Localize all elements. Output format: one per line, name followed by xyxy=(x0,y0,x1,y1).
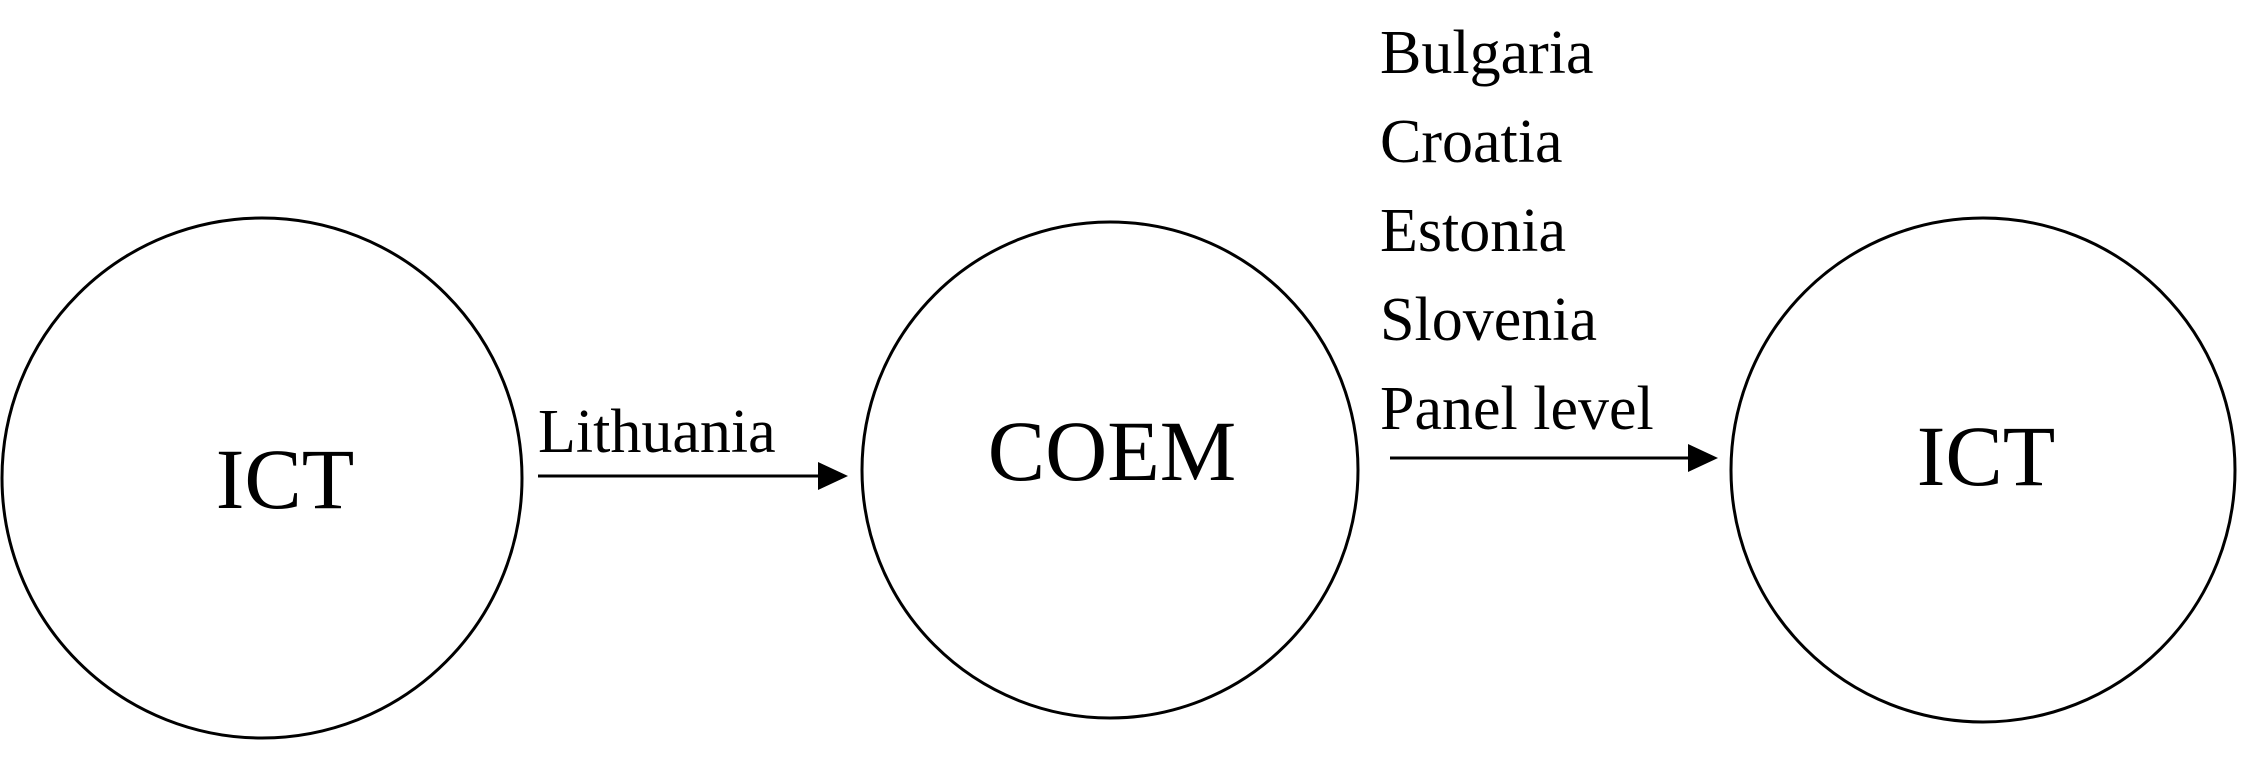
node-coem-label: COEM xyxy=(988,403,1236,499)
node-ict-source-circle xyxy=(0,216,524,740)
edge-coem-to-ict-label-estonia: Estonia xyxy=(1380,197,1566,265)
node-coem-circle xyxy=(860,220,1360,720)
edge-ict-to-coem-arrowhead xyxy=(818,462,848,490)
edge-ict-to-coem-label-lithuania: Lithuania xyxy=(538,398,776,466)
node-coem: COEM xyxy=(860,220,1360,720)
edge-ict-to-coem: Lithuania xyxy=(538,398,848,490)
edge-coem-to-ict-label-bulgaria: Bulgaria xyxy=(1380,19,1594,87)
node-ict-target-circle xyxy=(1729,216,2237,724)
node-ict-target-label: ICT xyxy=(1917,408,2056,504)
edge-coem-to-ict-label-croatia: Croatia xyxy=(1380,108,1563,176)
node-ict-target: ICT xyxy=(1729,216,2237,724)
node-ict-source-label: ICT xyxy=(216,431,355,527)
edge-coem-to-ict-label-panel-level: Panel level xyxy=(1380,375,1654,443)
edge-coem-to-ict-label-slovenia: Slovenia xyxy=(1380,286,1597,354)
edge-coem-to-ict: Bulgaria Croatia Estonia Slovenia Panel … xyxy=(1380,19,1718,472)
node-ict-source: ICT xyxy=(0,216,524,740)
edge-coem-to-ict-arrowhead xyxy=(1688,444,1718,472)
